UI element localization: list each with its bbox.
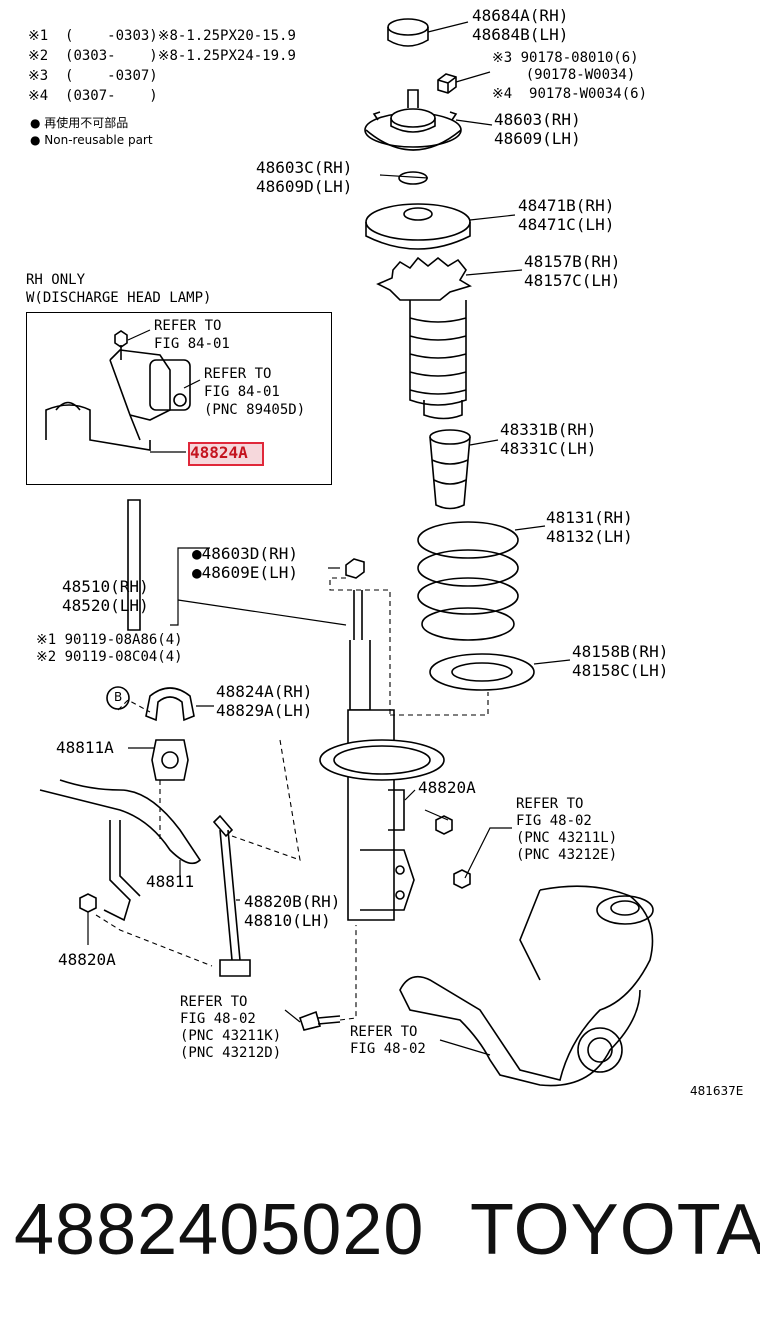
link-nut-drawing [435, 815, 453, 835]
mount-bolt-drawing [298, 1010, 341, 1031]
note-line-2: ※2 (0303- )※8-1.25PX24-19.9 [28, 48, 296, 64]
mount-nut-drawing [437, 73, 457, 94]
part-label-48471[interactable]: 48471B(RH) 48471C(LH) [518, 196, 615, 234]
part-label-48820a-left[interactable]: 48820A [58, 950, 116, 969]
note-line-4: ※4 (0307- ) [28, 88, 158, 104]
bracket-nut-drawing [79, 893, 97, 913]
part-label-48824[interactable]: 48824A(RH) 48829A(LH) [216, 682, 313, 720]
part-label-48603c[interactable]: 48603C(RH) 48609D(LH) [256, 158, 353, 196]
legend-english: ● Non-reusable part [30, 133, 153, 147]
bump-stop-drawing [429, 429, 471, 510]
inset-refer-b-3: (PNC 89405D) [204, 402, 306, 418]
part-label-48684[interactable]: 48684A(RH) 48684B(LH) [472, 6, 569, 44]
bushing-bracket-drawing [145, 687, 195, 722]
reference-circle [106, 686, 130, 710]
stabilizer-link-drawing [212, 814, 251, 977]
part-label-48157[interactable]: 48157B(RH) 48157C(LH) [524, 252, 621, 290]
highlighted-part-48824a[interactable]: 48824A [190, 443, 248, 462]
refer-fig-48-02-c[interactable]: REFER TO FIG 48-02 [350, 1024, 426, 1057]
part-number: 4882405020 [14, 1190, 425, 1270]
note-line-3: ※3 ( -0307) [28, 68, 158, 84]
shock-absorber-drawing [319, 558, 445, 921]
part-label-48603[interactable]: 48603(RH) 48609(LH) [494, 110, 581, 148]
part-label-48158[interactable]: 48158B(RH) 48158C(LH) [572, 642, 669, 680]
figure-id: 481637E [690, 1084, 744, 1098]
refer-fig-48-02-a[interactable]: REFER TO FIG 48-02 (PNC 43211L) (PNC 432… [516, 796, 618, 863]
part-label-48820b[interactable]: 48820B(RH) 48810(LH) [244, 892, 341, 930]
inset-refer-b-2: FIG 84-01 [204, 384, 280, 400]
coil-spring-drawing [417, 521, 519, 641]
steering-knuckle-drawing [399, 885, 654, 1087]
inset-title-2: W(DISCHARGE HEAD LAMP) [26, 290, 212, 306]
part-label-90178-b[interactable]: ※4 90178-W0034(6) [492, 86, 648, 102]
circle-b-label: B [114, 690, 123, 704]
strut-mount-drawing [364, 89, 462, 151]
stabilizer-bar-rod-drawing [127, 499, 141, 631]
highlight-frame [188, 442, 264, 466]
inset-refer-a-2: FIG 84-01 [154, 336, 230, 352]
stabilizer-bushing-drawing [151, 739, 189, 781]
note-line-1: ※1 ( -0303)※8-1.25PX20-15.9 [28, 28, 296, 44]
dust-boot-drawing [376, 256, 472, 420]
part-label-48510[interactable]: 48510(RH) 48520(LH) [62, 577, 149, 615]
part-label-48811[interactable]: 48811 [146, 872, 195, 891]
brand-name: TOYOTA [470, 1190, 760, 1270]
inset-title-1: RH ONLY [26, 272, 86, 288]
knuckle-nut-drawing [453, 869, 471, 889]
part-label-90178-a[interactable]: ※3 90178-08010(6) (90178-W0034) [492, 50, 639, 83]
part-label-48811a[interactable]: 48811A [56, 738, 114, 757]
inset-refer-b-1: REFER TO [204, 366, 272, 382]
inset-box [26, 312, 332, 485]
part-label-48131[interactable]: 48131(RH) 48132(LH) [546, 508, 633, 546]
legend-japanese: ● 再使用不可部品 [30, 116, 129, 130]
part-label-48820a-right[interactable]: 48820A [418, 778, 476, 797]
stabilizer-bar-drawing [39, 779, 202, 922]
inset-refer-a-1: REFER TO [154, 318, 222, 334]
lower-insulator-drawing [429, 653, 535, 691]
strut-cap-drawing [387, 18, 429, 47]
upper-seat-drawing [365, 203, 471, 250]
refer-fig-48-02-b[interactable]: REFER TO FIG 48-02 (PNC 43211K) (PNC 432… [180, 994, 282, 1061]
part-label-90119[interactable]: ※1 90119-08A86(4) ※2 90119-08C04(4) [36, 632, 183, 665]
part-label-48603d[interactable]: ●48603D(RH) ●48609E(LH) [192, 544, 298, 582]
part-label-48331[interactable]: 48331B(RH) 48331C(LH) [500, 420, 597, 458]
